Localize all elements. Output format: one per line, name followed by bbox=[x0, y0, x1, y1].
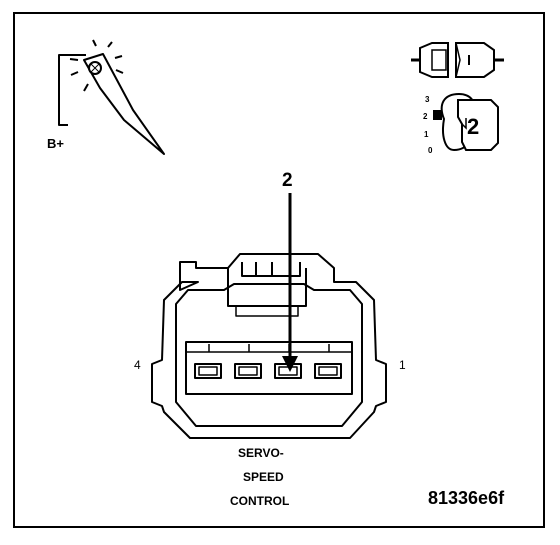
terminal-pin-4 bbox=[194, 363, 222, 379]
dial-scale-label-0: 0 bbox=[428, 146, 433, 155]
latch bbox=[227, 268, 307, 307]
pin-4-label: 4 bbox=[134, 358, 141, 372]
figure-border bbox=[13, 12, 545, 528]
caption-line-3: CONTROL bbox=[230, 494, 290, 508]
terminal-cavity-block bbox=[185, 341, 353, 395]
dial-scale-label-3: 3 bbox=[425, 95, 430, 104]
connector-symbol-icon bbox=[411, 42, 504, 78]
terminal-pin-3 bbox=[234, 363, 262, 379]
caption-line-1: SERVO- bbox=[238, 446, 284, 460]
probe-lead-wire bbox=[58, 54, 86, 126]
dial-selected-label: 2 bbox=[467, 114, 480, 139]
caption-line-2: SPEED bbox=[243, 470, 284, 484]
b-plus-label: B+ bbox=[47, 136, 64, 151]
servo-connector-housing bbox=[151, 253, 387, 439]
terminal-pin-1 bbox=[314, 363, 342, 379]
figure-id: 81336e6f bbox=[428, 488, 505, 508]
housing-inner-contour bbox=[175, 283, 363, 427]
dial-scale-label-1: 1 bbox=[424, 130, 429, 139]
pin-1-label: 1 bbox=[399, 358, 406, 372]
housing-outer bbox=[151, 253, 387, 439]
light-rays bbox=[69, 39, 124, 92]
probe-pin-label: 2 bbox=[282, 170, 293, 191]
test-light-probe-icon bbox=[58, 39, 165, 155]
probe-arrow-icon bbox=[282, 193, 298, 372]
meter-dial-icon bbox=[433, 92, 499, 152]
dial-scale-label-2: 2 bbox=[423, 112, 428, 121]
